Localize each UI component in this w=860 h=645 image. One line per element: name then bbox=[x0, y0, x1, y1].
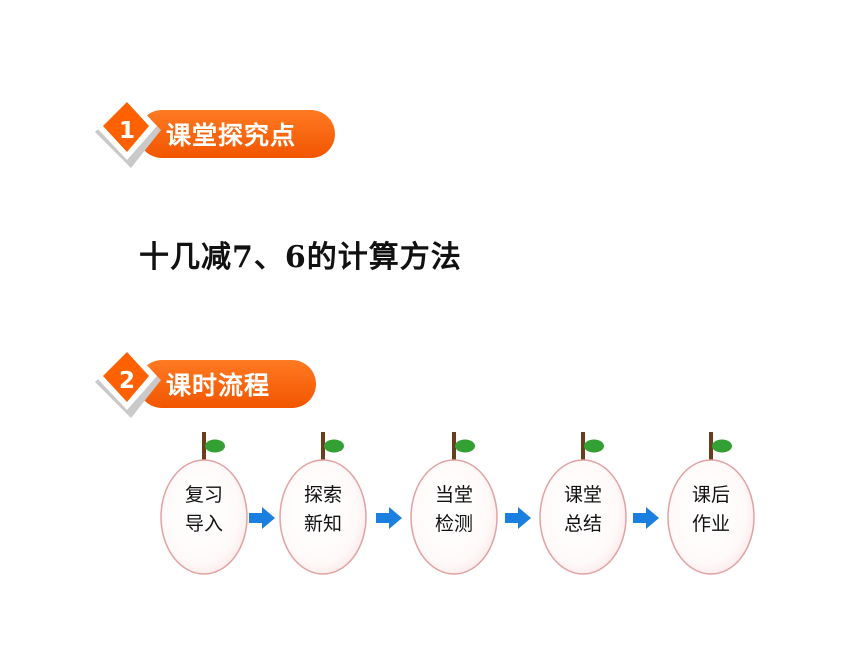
step-label: 课堂 总结 bbox=[563, 484, 602, 535]
flow-step-explore: 探索 新知 bbox=[277, 428, 369, 578]
section-title: 课时流程 bbox=[166, 371, 271, 400]
flow-step-homework: 课后 作业 bbox=[665, 428, 757, 578]
fruit-icon bbox=[279, 432, 367, 575]
section-header-2: 2 课时流程 bbox=[93, 342, 343, 428]
step-label: 课后 作业 bbox=[691, 484, 730, 535]
step-label: 当堂 检测 bbox=[434, 484, 473, 535]
flow-step-summary: 课堂 总结 bbox=[537, 428, 629, 578]
topic-title: 十几减7、6的计算方法 bbox=[139, 240, 462, 275]
section-title: 课堂探究点 bbox=[166, 121, 297, 150]
fruit-icon bbox=[160, 432, 248, 575]
fruit-icon bbox=[410, 432, 498, 575]
arrow-right-icon bbox=[376, 507, 402, 529]
section-number: 1 bbox=[118, 118, 135, 144]
section-header-1: 1 课堂探究点 bbox=[93, 92, 343, 178]
section-number: 2 bbox=[118, 368, 135, 394]
section-badge-graphic bbox=[95, 94, 335, 168]
section-badge-graphic bbox=[95, 344, 316, 418]
step-label: 探索 新知 bbox=[303, 484, 342, 535]
arrow-right-icon bbox=[633, 507, 659, 529]
flow-step-review: 复习 导入 bbox=[158, 428, 250, 578]
flow-step-check: 当堂 检测 bbox=[408, 428, 500, 578]
fruit-icon bbox=[667, 432, 755, 575]
arrow-right-icon bbox=[505, 507, 531, 529]
step-label: 复习 导入 bbox=[184, 484, 223, 535]
arrow-right-icon bbox=[249, 507, 275, 529]
fruit-icon bbox=[539, 432, 627, 575]
